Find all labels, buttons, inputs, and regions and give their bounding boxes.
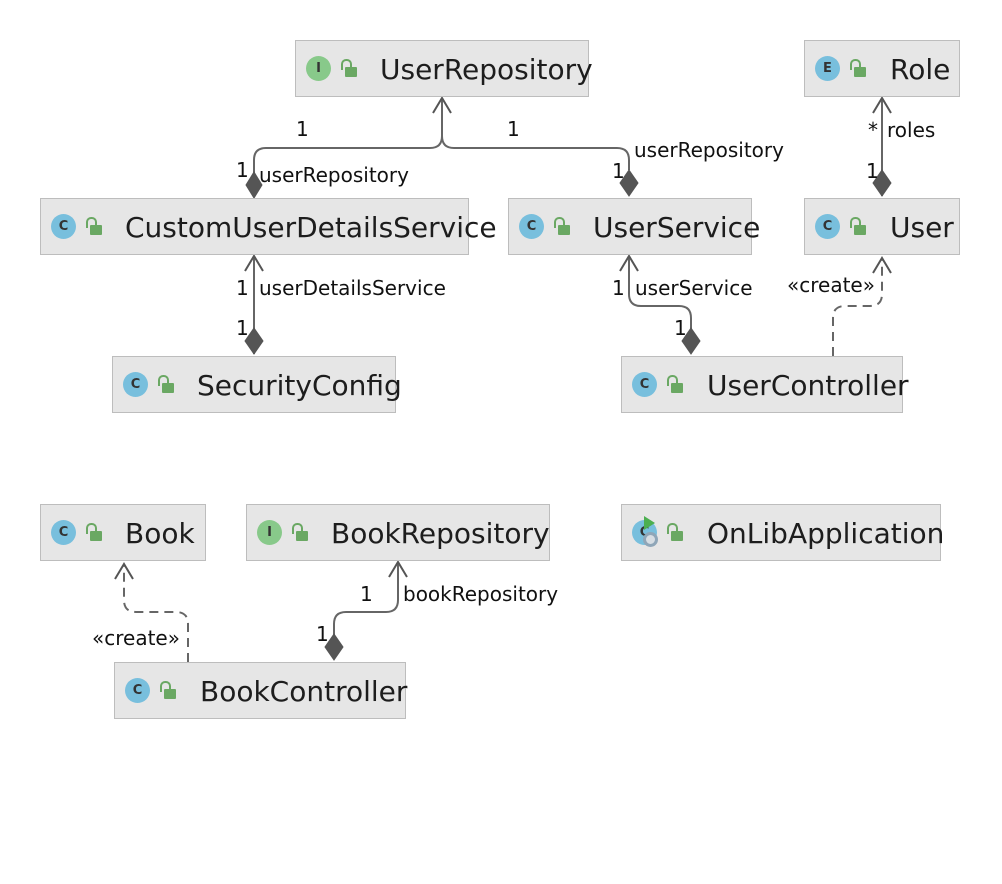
node-book[interactable]: C Book [40,504,206,561]
edge-user-service-user-repository[interactable]: 1 1 userRepository [441,117,784,197]
edge-book-controller-creates-book[interactable]: «create» [92,562,189,662]
class-badge-icon: C [51,520,76,545]
node-book-repository[interactable]: I BookRepository [246,504,550,561]
class-badge-icon: C [632,372,657,397]
node-custom-user-details-service[interactable]: C CustomUserDetailsService [40,198,497,255]
node-name: Book [125,517,195,550]
node-name: UserController [707,369,909,402]
arrowhead-icon [619,254,639,272]
node-user[interactable]: C User [804,198,960,255]
edge-cuds-user-repository[interactable]: 1 1 userRepository [236,96,452,199]
arrowhead-icon [244,254,264,272]
arrowhead-icon [872,256,892,274]
gear-icon [643,532,658,547]
unlocked-lock-icon [341,59,357,79]
edge-line [253,98,443,185]
unlocked-lock-icon [158,375,174,395]
node-name: Role [890,53,951,86]
node-role[interactable]: E Role [804,40,960,97]
target-multiplicity: * [868,118,878,142]
unlocked-lock-icon [160,681,176,701]
composition-diamond-icon [244,327,264,355]
composition-diamond-icon [619,169,639,197]
arrowhead-icon [872,96,892,114]
edge-line [333,562,399,636]
class-badge-icon: C [51,214,76,239]
node-book-controller[interactable]: C BookController [114,662,408,719]
edge-user-controller-user-service[interactable]: 1 1 userService [612,254,753,355]
source-multiplicity: 1 [866,159,879,183]
role-label: bookRepository [403,582,558,606]
class-badge-icon: C [519,214,544,239]
role-label: userDetailsService [259,276,446,300]
source-multiplicity: 1 [612,159,625,183]
node-name: BookRepository [331,517,550,550]
dependency-line [832,258,883,356]
class-badge-icon: C [815,214,840,239]
source-multiplicity: 1 [316,622,329,646]
unlocked-lock-icon [86,217,102,237]
run-triangle-icon [644,516,655,530]
class-badge-icon: C [125,678,150,703]
source-multiplicity: 1 [236,158,249,182]
role-label: userRepository [259,163,409,187]
node-user-service[interactable]: C UserService [508,198,760,255]
role-label: userRepository [634,138,784,162]
unlocked-lock-icon [850,217,866,237]
unlocked-lock-icon [86,523,102,543]
edge-security-config-user-details-service[interactable]: 1 1 userDetailsService [236,254,446,355]
edge-user-controller-creates-user[interactable]: «create» [787,256,892,356]
interface-badge-icon: I [257,520,282,545]
composition-diamond-icon [324,633,344,661]
stereotype-label: «create» [92,626,180,650]
unlocked-lock-icon [667,523,683,543]
node-name: UserService [593,211,761,244]
unlocked-lock-icon [667,375,683,395]
role-label: roles [887,118,935,142]
node-security-config[interactable]: C SecurityConfig [112,356,402,413]
enum-badge-icon: E [815,56,840,81]
edge-user-roles[interactable]: * 1 roles [866,96,935,197]
interface-badge-icon: I [306,56,331,81]
target-multiplicity: 1 [507,117,520,141]
edge-line [441,135,630,170]
role-label: userService [635,276,753,300]
class-badge-icon: C [123,372,148,397]
edge-line [628,256,692,330]
source-multiplicity: 1 [236,316,249,340]
node-name: UserRepository [380,53,593,86]
unlocked-lock-icon [850,59,866,79]
arrowhead-icon [114,562,134,580]
arrowhead-icon [432,96,452,114]
unlocked-lock-icon [292,523,308,543]
source-multiplicity: 1 [674,316,687,340]
node-user-controller[interactable]: C UserController [621,356,909,413]
node-user-repository[interactable]: I UserRepository [295,40,593,97]
node-name: OnLibApplication [707,517,945,550]
target-multiplicity: 1 [236,276,249,300]
unlocked-lock-icon [554,217,570,237]
target-multiplicity: 1 [360,582,373,606]
target-multiplicity: 1 [296,117,309,141]
node-name: SecurityConfig [197,369,402,402]
edge-book-controller-book-repository[interactable]: 1 1 bookRepository [316,560,558,661]
node-name: User [890,211,954,244]
composition-diamond-icon [681,327,701,355]
node-name: CustomUserDetailsService [125,211,497,244]
arrowhead-icon [388,560,408,578]
composition-diamond-icon [872,169,892,197]
dependency-line [123,564,189,662]
node-name: BookController [200,675,408,708]
target-multiplicity: 1 [612,276,625,300]
node-onlib-application[interactable]: C OnLibApplication [621,504,945,561]
stereotype-label: «create» [787,273,875,297]
